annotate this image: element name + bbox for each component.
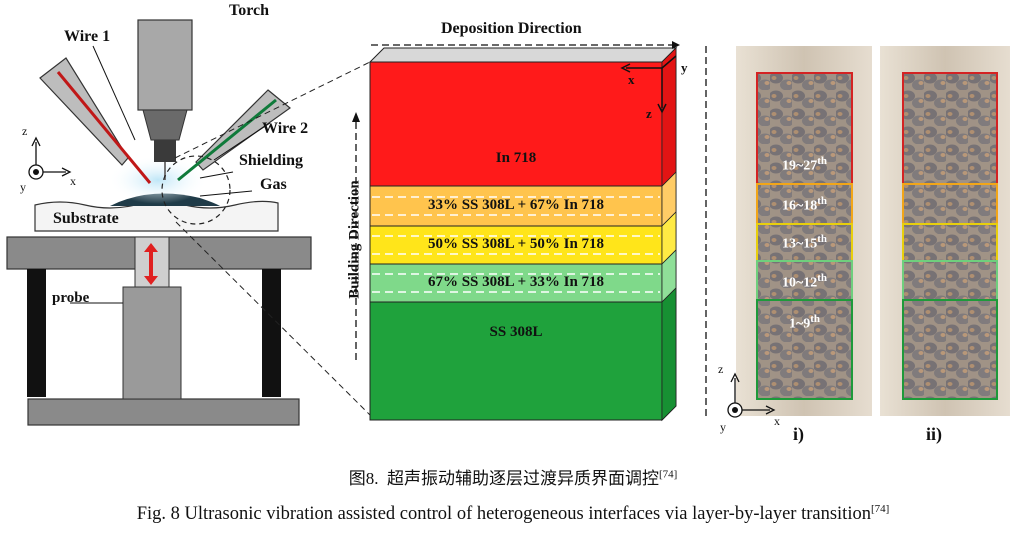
setup-axis-z: z — [22, 124, 28, 138]
wire1-feeder — [39, 57, 152, 184]
layer-label-50-ss: 50% SS 308L + 50% In 718 — [427, 236, 605, 252]
zone-label-19-27: 19~27th — [781, 155, 828, 174]
zone-i-1-9 — [756, 299, 853, 400]
photo-axes-icon — [727, 372, 776, 418]
photo-axis-y: y — [720, 420, 726, 434]
zone-label-13-15: 13~15th — [781, 233, 828, 252]
wire2-label: Wire 2 — [262, 120, 309, 137]
wire2-feeder — [177, 89, 291, 182]
torch-label: Torch — [229, 2, 270, 19]
substrate-label: Substrate — [53, 210, 119, 227]
setup-axis-x: x — [70, 174, 76, 188]
zoom-line-bottom — [175, 221, 371, 416]
shielding-label: Shielding — [239, 152, 304, 169]
block-axis-z: z — [646, 106, 652, 121]
torch-tip — [154, 140, 176, 162]
layer-50-ss — [369, 225, 663, 265]
focus-circle — [161, 155, 231, 225]
deposition-direction-label: Deposition Direction — [441, 20, 582, 37]
block-axes-icon — [620, 55, 677, 114]
photo-axis-z: z — [718, 362, 724, 376]
probe-body — [122, 286, 182, 400]
caption-chinese: 图8. 超声振动辅助逐层过渡异质界面调控[74] — [348, 468, 678, 488]
layer-in718 — [369, 61, 663, 187]
block-axis-y: y — [681, 60, 688, 75]
photo-axis-x: x — [774, 414, 780, 428]
zone-ii-1-9 — [902, 299, 998, 400]
zone-label-16-18: 16~18th — [781, 195, 828, 214]
layer-67-ss — [369, 263, 663, 303]
layer-label-33-ss: 33% SS 308L + 67% In 718 — [427, 197, 605, 213]
panel-ii-label: ii) — [926, 424, 942, 444]
shielding-gas-glow — [108, 156, 208, 204]
setup-axes-icon — [28, 136, 72, 180]
block-axis-x: x — [628, 72, 635, 87]
layer-label-67-ss: 67% SS 308L + 33% In 718 — [427, 274, 605, 290]
layer-block — [352, 41, 680, 422]
left-leg — [27, 269, 46, 397]
right-leg — [262, 269, 281, 397]
layer-ss308l — [369, 301, 663, 421]
building-direction-label: Building Direction — [346, 180, 363, 299]
zone-label-10-12: 10~12th — [781, 272, 828, 291]
photo-panel-i — [736, 46, 872, 416]
photo-panel-ii — [880, 46, 1010, 416]
base-plate — [27, 398, 300, 426]
torch-body — [137, 19, 193, 111]
caption-english: Fig. 8 Ultrasonic vibration assisted con… — [136, 503, 890, 525]
zoom-line-top — [174, 61, 371, 159]
layer-label-in718: In 718 — [495, 150, 537, 166]
probe-label: probe — [52, 290, 90, 306]
wire1-label: Wire 1 — [64, 28, 111, 45]
layer-dash-lines — [372, 196, 660, 293]
figure-8: Torch Wire 1 Wire 2 Shielding Gas Substr… — [6, 2, 1010, 444]
setup-schematic — [6, 19, 371, 426]
panel-i-label: i) — [793, 424, 804, 444]
torch-nozzle — [142, 109, 188, 141]
setup-axis-y: y — [20, 180, 26, 194]
zone-label-1-9: 1~9th — [788, 313, 821, 332]
gas-label: Gas — [260, 176, 287, 193]
layer-label-ss308l: SS 308L — [489, 324, 543, 340]
vibration-arrow-icon — [144, 243, 158, 285]
